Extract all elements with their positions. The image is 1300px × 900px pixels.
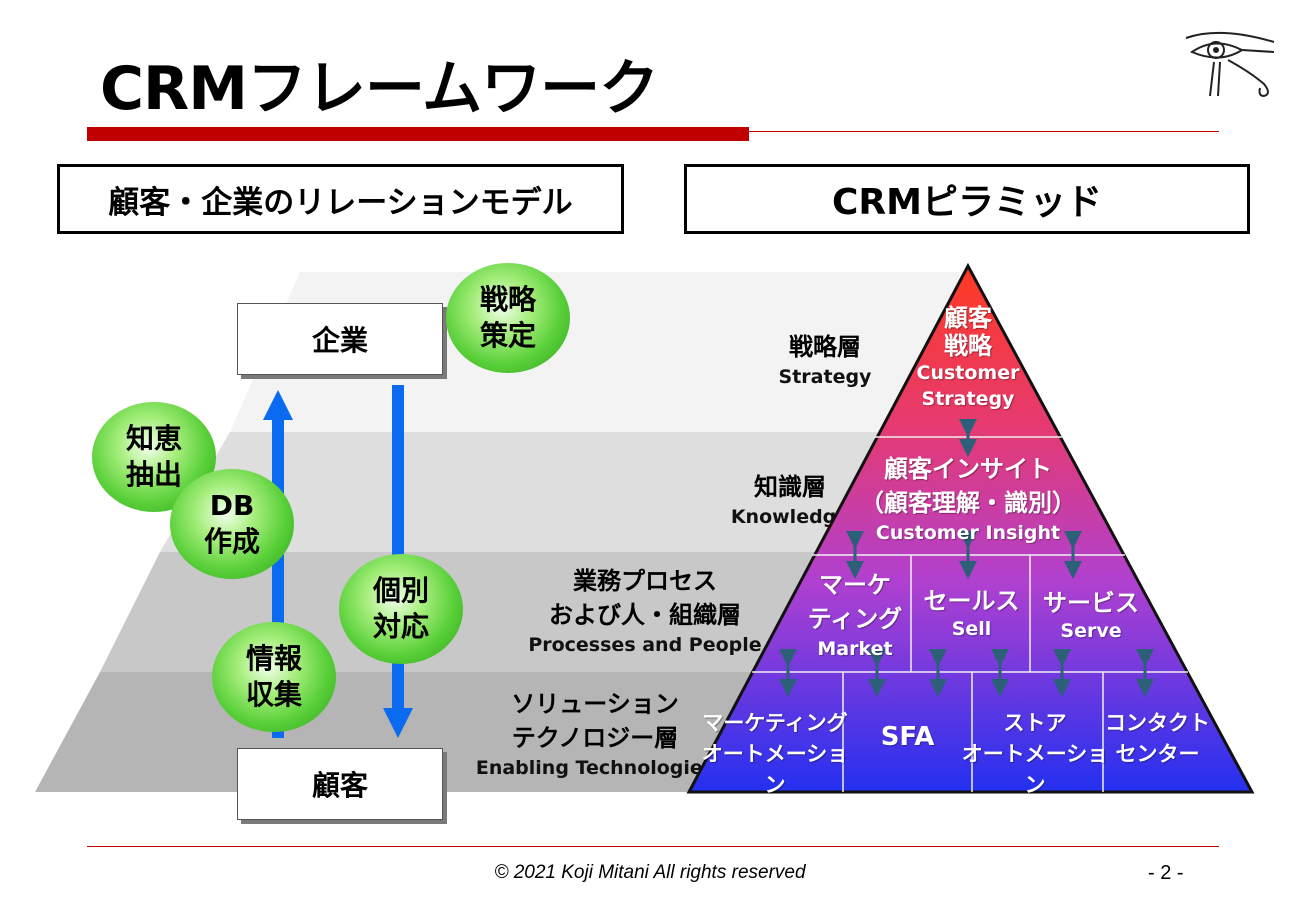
pyramid-jp: ティング [807, 605, 903, 633]
down-arrow-head [383, 708, 413, 738]
layer-label-jp: テクノロジー層 [511, 724, 679, 752]
ball-text: DB [209, 489, 255, 522]
pyramid-body [686, 262, 1255, 794]
layer-label-jp: 知識層 [754, 473, 826, 501]
layer-label-jp: および人・組織層 [549, 601, 741, 629]
layer-label-process: 業務プロセス および人・組織層 Processes and People [520, 564, 770, 658]
eye-of-horus-icon [1185, 31, 1275, 98]
copyright-text: © 2021 Koji Mitani All rights reserved [494, 862, 806, 883]
ball-text: 情報 [245, 642, 302, 675]
pyramid-en: Strategy [921, 388, 1015, 410]
layer-label-jp: 業務プロセス [573, 567, 717, 595]
layer-label-en: Processes and People [528, 634, 762, 656]
pyramid-jp: コンタクト [1105, 711, 1210, 735]
pyramid-jp: マーケ [819, 571, 891, 599]
layer-label-strategy: 戦略層 Strategy [740, 330, 910, 390]
pyramid-process-market: マーケ ティング Market [800, 568, 910, 662]
layer-label-en: Knowledge [730, 506, 850, 528]
ball-text: 戦略 [479, 283, 536, 316]
page-title: CRMフレームワーク [100, 54, 659, 124]
pyramid-jp: オートメーション [701, 742, 849, 797]
pyramid-jp: サービス [1043, 589, 1139, 617]
ball-text: 知恵 [125, 422, 182, 455]
pyramid-process-serve: サービス Serve [1032, 588, 1150, 644]
ball-text: 対応 [372, 610, 429, 643]
layer-label-technology: ソリューション テクノロジー層 Enabling Technologies [470, 687, 720, 781]
relation-model-header: 顧客・企業のリレーションモデル [57, 164, 624, 234]
pyramid-tech-contact-center: コンタクト センター [1095, 708, 1220, 770]
ball-text: 収集 [245, 678, 302, 711]
title-underline-thick [87, 127, 749, 141]
layer-label-knowledge: 知識層 Knowledge [690, 470, 890, 530]
pyramid-insight-text: 顧客インサイト （顧客理解・識別） Customer Insight [858, 452, 1078, 546]
ball-text: 個別 [372, 574, 429, 607]
footer-rule [87, 846, 1219, 847]
pyramid-tech-marketing-automation: マーケティング オートメーション [700, 708, 850, 801]
pyramid-en: Serve [1060, 620, 1122, 642]
ball-info: 情報 収集 [212, 622, 336, 732]
page-number: - 2 - [1148, 862, 1184, 884]
layer-label-en: Strategy [778, 366, 872, 388]
pyramid-jp: 戦略 [944, 332, 992, 360]
customer-box: 顧客 [237, 748, 443, 820]
ball-strategy: 戦略 策定 [446, 263, 570, 373]
pyramid-process-sell: セールス Sell [913, 586, 1030, 642]
layer-label-jp: 戦略層 [789, 333, 861, 361]
layer-label-en: Enabling Technologies [475, 757, 715, 779]
pyramid-jp: 顧客 [944, 304, 992, 332]
ball-text: 抽出 [125, 458, 182, 491]
pyramid-jp: マーケティング [702, 711, 848, 735]
pyramid-jp: ストア [1003, 711, 1067, 735]
pyramid-en: Customer Insight [875, 522, 1061, 544]
pyramid-en: Sell [951, 618, 992, 640]
ball-db: DB 作成 [170, 469, 294, 579]
pyramid-tech-store-automation: ストア オートメーション [955, 708, 1115, 801]
pyramid-en: Customer [916, 362, 1020, 384]
pyramid-jp: センター [1115, 742, 1200, 766]
ball-text: 作成 [203, 525, 260, 558]
crm-pyramid-header: CRMピラミッド [684, 164, 1250, 234]
ball-text: 策定 [479, 319, 536, 352]
layer-label-jp: ソリューション [511, 690, 679, 718]
ball-individual: 個別 対応 [339, 554, 463, 664]
pyramid-en: Market [817, 638, 893, 660]
pyramid-top-text: 顧客 戦略 Customer Strategy [898, 304, 1038, 412]
pyramid-connectors [779, 419, 1154, 697]
up-arrow-head [263, 390, 293, 420]
pyramid-jp: セールス [923, 587, 1020, 615]
pyramid-jp: （顧客理解・識別） [860, 489, 1076, 517]
company-box: 企業 [237, 303, 443, 375]
pyramid-jp: SFA [880, 722, 935, 752]
band-knowledge [160, 432, 930, 552]
title-underline-thin [749, 131, 1219, 132]
pyramid-jp: オートメーション [961, 742, 1109, 797]
pyramid-jp: 顧客インサイト [884, 455, 1052, 483]
pyramid-tech-sfa: SFA [845, 722, 970, 752]
ball-wisdom: 知恵 抽出 [92, 402, 216, 512]
